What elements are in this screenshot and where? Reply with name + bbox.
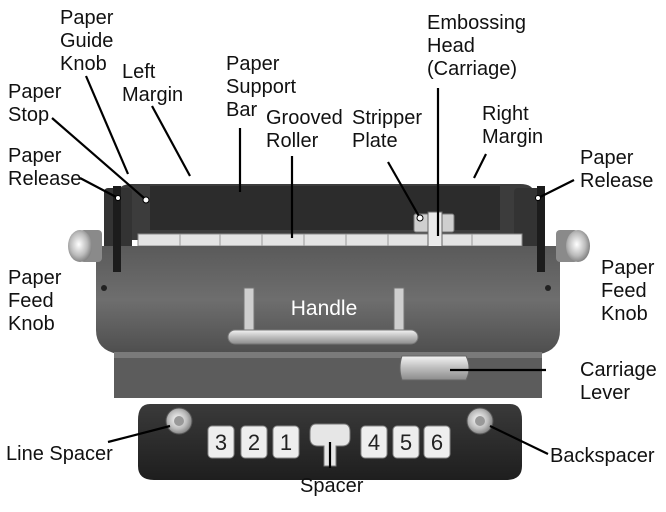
svg-text:Paper: Paper — [580, 147, 634, 169]
label-paper-feed-knob-left: Paper Feed Knob — [8, 267, 62, 335]
label-spacer: Spacer — [300, 475, 364, 497]
svg-text:3: 3 — [215, 430, 227, 455]
handle-shape — [227, 287, 419, 345]
paper-feed-knob-right-shape — [566, 230, 590, 262]
svg-text:Margin: Margin — [122, 84, 183, 106]
svg-text:Bar: Bar — [226, 99, 257, 121]
leader-paper-release-left — [79, 177, 119, 199]
label-paper-guide-knob: Paper Guide Knob — [60, 7, 114, 75]
paper-release-left-shape — [113, 186, 121, 272]
leader-paper-stop — [51, 117, 145, 199]
key-5: 5 — [392, 425, 420, 459]
key-6: 6 — [423, 425, 451, 459]
svg-text:Carriage: Carriage — [580, 359, 657, 381]
svg-text:Knob: Knob — [601, 303, 648, 325]
label-backspacer: Backspacer — [550, 445, 655, 467]
svg-text:Paper: Paper — [601, 257, 655, 279]
leader-lines — [51, 75, 575, 468]
svg-text:Right: Right — [482, 103, 529, 125]
label-right-margin: Right Margin — [482, 103, 543, 148]
label-stripper-plate: Stripper Plate — [352, 107, 422, 152]
svg-text:2: 2 — [248, 430, 260, 455]
label-paper-feed-knob-right: Paper Feed Knob — [601, 257, 655, 325]
svg-text:(Carriage): (Carriage) — [427, 58, 517, 80]
label-paper-release-left: Paper Release — [8, 145, 81, 190]
svg-text:Stripper: Stripper — [352, 107, 422, 129]
svg-text:Paper: Paper — [8, 267, 62, 289]
leader-stripper-plate — [387, 161, 421, 219]
svg-text:Guide: Guide — [60, 30, 113, 52]
svg-text:6: 6 — [431, 430, 443, 455]
svg-text:Paper: Paper — [60, 7, 114, 29]
carriage-lever-shape — [399, 355, 470, 381]
svg-text:5: 5 — [400, 430, 412, 455]
svg-text:Grooved: Grooved — [266, 107, 343, 129]
svg-text:Knob: Knob — [8, 313, 55, 335]
key-4: 4 — [360, 425, 388, 459]
label-paper-release-right: Paper Release — [580, 147, 653, 192]
paper-feed-knob-left-shape — [68, 230, 92, 262]
svg-text:Left: Left — [122, 61, 156, 83]
embossing-head-shape — [427, 211, 443, 249]
svg-text:Roller: Roller — [266, 130, 319, 152]
svg-text:Head: Head — [427, 35, 475, 57]
svg-text:Knob: Knob — [60, 53, 107, 75]
svg-text:Feed: Feed — [8, 290, 54, 312]
svg-text:1: 1 — [280, 430, 292, 455]
svg-text:Margin: Margin — [482, 126, 543, 148]
braille-keys: 3 2 1 4 5 6 — [207, 425, 451, 459]
label-embossing-head: Embossing Head (Carriage) — [427, 12, 526, 80]
leader-right-margin — [473, 153, 487, 179]
label-handle: Handle — [291, 297, 358, 320]
label-paper-stop: Paper Stop — [8, 81, 62, 126]
leader-line-spacer — [107, 424, 171, 444]
svg-text:Feed: Feed — [601, 280, 647, 302]
leader-paper-release-right — [537, 179, 575, 199]
label-carriage-lever: Carriage Lever — [580, 359, 657, 404]
key-3: 3 — [207, 425, 235, 459]
label-left-margin: Left Margin — [122, 61, 183, 106]
svg-text:Lever: Lever — [580, 382, 630, 404]
svg-text:Stop: Stop — [8, 104, 49, 126]
grooved-roller-shape — [137, 233, 523, 247]
svg-text:Plate: Plate — [352, 130, 398, 152]
leader-left-margin — [151, 105, 191, 177]
label-line-spacer: Line Spacer — [6, 443, 113, 465]
paper-release-right-shape — [537, 186, 545, 272]
svg-text:Support: Support — [226, 76, 296, 98]
leader-paper-guide-knob — [84, 75, 130, 175]
svg-text:Paper: Paper — [226, 53, 280, 75]
svg-text:Release: Release — [8, 168, 81, 190]
leader-backspacer — [489, 425, 549, 455]
svg-text:Release: Release — [580, 170, 653, 192]
label-paper-support-bar: Paper Support Bar — [226, 53, 296, 121]
svg-text:Paper: Paper — [8, 145, 62, 167]
key-2: 2 — [240, 425, 268, 459]
svg-text:4: 4 — [368, 430, 380, 455]
label-grooved-roller: Grooved Roller — [266, 107, 343, 152]
svg-text:Embossing: Embossing — [427, 12, 526, 34]
svg-text:Paper: Paper — [8, 81, 62, 103]
key-1: 1 — [272, 425, 300, 459]
